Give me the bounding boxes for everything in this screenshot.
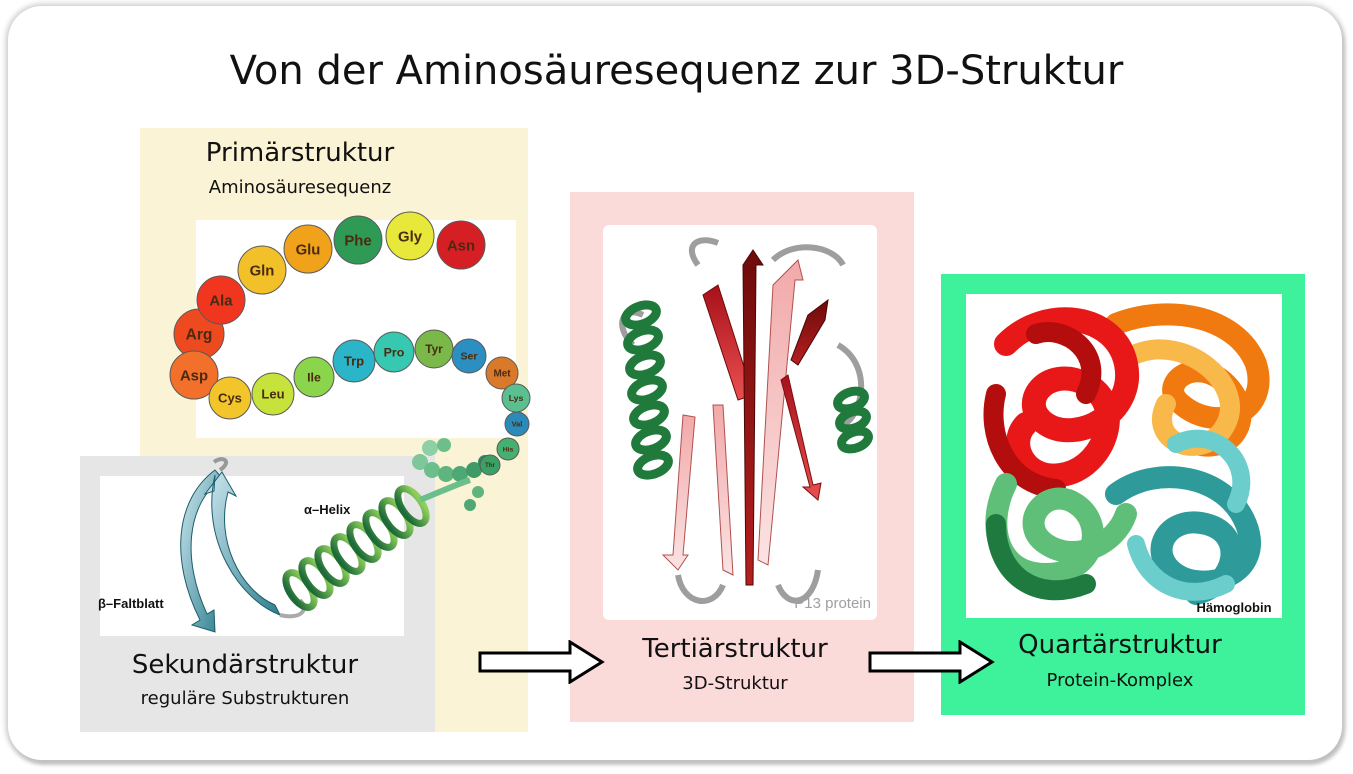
amino-acid-bead <box>385 211 435 261</box>
amino-acid-label: Tyr <box>425 343 443 356</box>
amino-acid-label: Ile <box>307 370 321 384</box>
p13-caption: P13 protein <box>794 595 871 612</box>
amino-acid-bead <box>283 224 333 274</box>
amino-acid-label: Ala <box>209 293 233 309</box>
amino-acid-bead <box>479 454 501 476</box>
amino-acid-bead <box>196 275 246 325</box>
amino-acid-label: Gln <box>250 263 275 279</box>
amino-acid-label: Gly <box>398 229 423 245</box>
amino-acid-bead <box>496 437 520 461</box>
amino-acid-label: Trp <box>344 354 364 369</box>
arrow-tertiary-to-quaternary <box>868 640 995 684</box>
amino-acid-bead <box>293 356 335 398</box>
secondary-subheading: reguläre Substrukturen <box>140 688 350 709</box>
quaternary-subheading: Protein-Komplex <box>1046 670 1194 691</box>
amino-acid-label: Thr <box>485 462 496 469</box>
amino-acid-bead <box>373 331 415 373</box>
amino-acid-label: Arg <box>186 327 213 344</box>
amino-acid-label: Val <box>512 420 523 429</box>
p13-protein-image: P13 protein <box>619 237 873 612</box>
amino-acid-label: Leu <box>261 387 284 402</box>
amino-acid-bead <box>485 356 519 390</box>
arrow-secondary-to-tertiary <box>478 640 605 684</box>
amino-acid-bead <box>333 215 383 265</box>
amino-acid-bead <box>237 245 287 295</box>
amino-acid-bead <box>332 339 376 383</box>
tertiary-subheading: 3D-Struktur <box>682 673 788 694</box>
beta-sheet-label: β–Faltblatt <box>98 596 164 611</box>
alpha-helix <box>279 477 471 619</box>
quaternary-heading: Quartärstruktur <box>1018 630 1222 660</box>
amino-acid-bead <box>436 220 486 270</box>
amino-acid-bead <box>169 350 219 400</box>
primary-subheading: Aminosäuresequenz <box>208 177 392 198</box>
amino-acid-label: Ser <box>461 351 478 363</box>
beta-sheet-strand-1 <box>180 469 223 633</box>
bead-tail <box>412 438 492 511</box>
amino-acid-label: Cys <box>218 391 242 406</box>
amino-acid-label: Met <box>493 369 511 380</box>
amino-acid-bead <box>208 376 252 420</box>
page-title: Von der Aminosäuresequenz zur 3D-Struktu… <box>229 48 1124 94</box>
tertiary-heading: Tertiärstruktur <box>642 634 828 664</box>
beta-sheet-strand-2 <box>203 471 282 616</box>
hemoglobin-caption: Hämoglobin <box>1196 600 1271 615</box>
amino-acid-label: Asn <box>447 238 475 254</box>
amino-acid-bead <box>251 372 295 416</box>
amino-acid-label: Glu <box>296 242 321 258</box>
hemoglobin-image: Hämoglobin <box>983 303 1272 615</box>
alpha-helix-label: α–Helix <box>304 502 351 517</box>
amino-acid-bead <box>451 338 487 374</box>
amino-acid-label: Pro <box>384 345 405 359</box>
secondary-structure-image <box>100 476 404 636</box>
amino-acid-label: Phe <box>344 233 371 249</box>
amino-acid-label: His <box>503 446 514 453</box>
secondary-heading: Sekundärstruktur <box>131 650 359 680</box>
amino-acid-label: Asp <box>180 368 208 384</box>
amino-acid-bead <box>504 411 530 437</box>
primary-heading: Primärstruktur <box>205 138 395 168</box>
amino-acid-label: Lys <box>509 393 524 403</box>
